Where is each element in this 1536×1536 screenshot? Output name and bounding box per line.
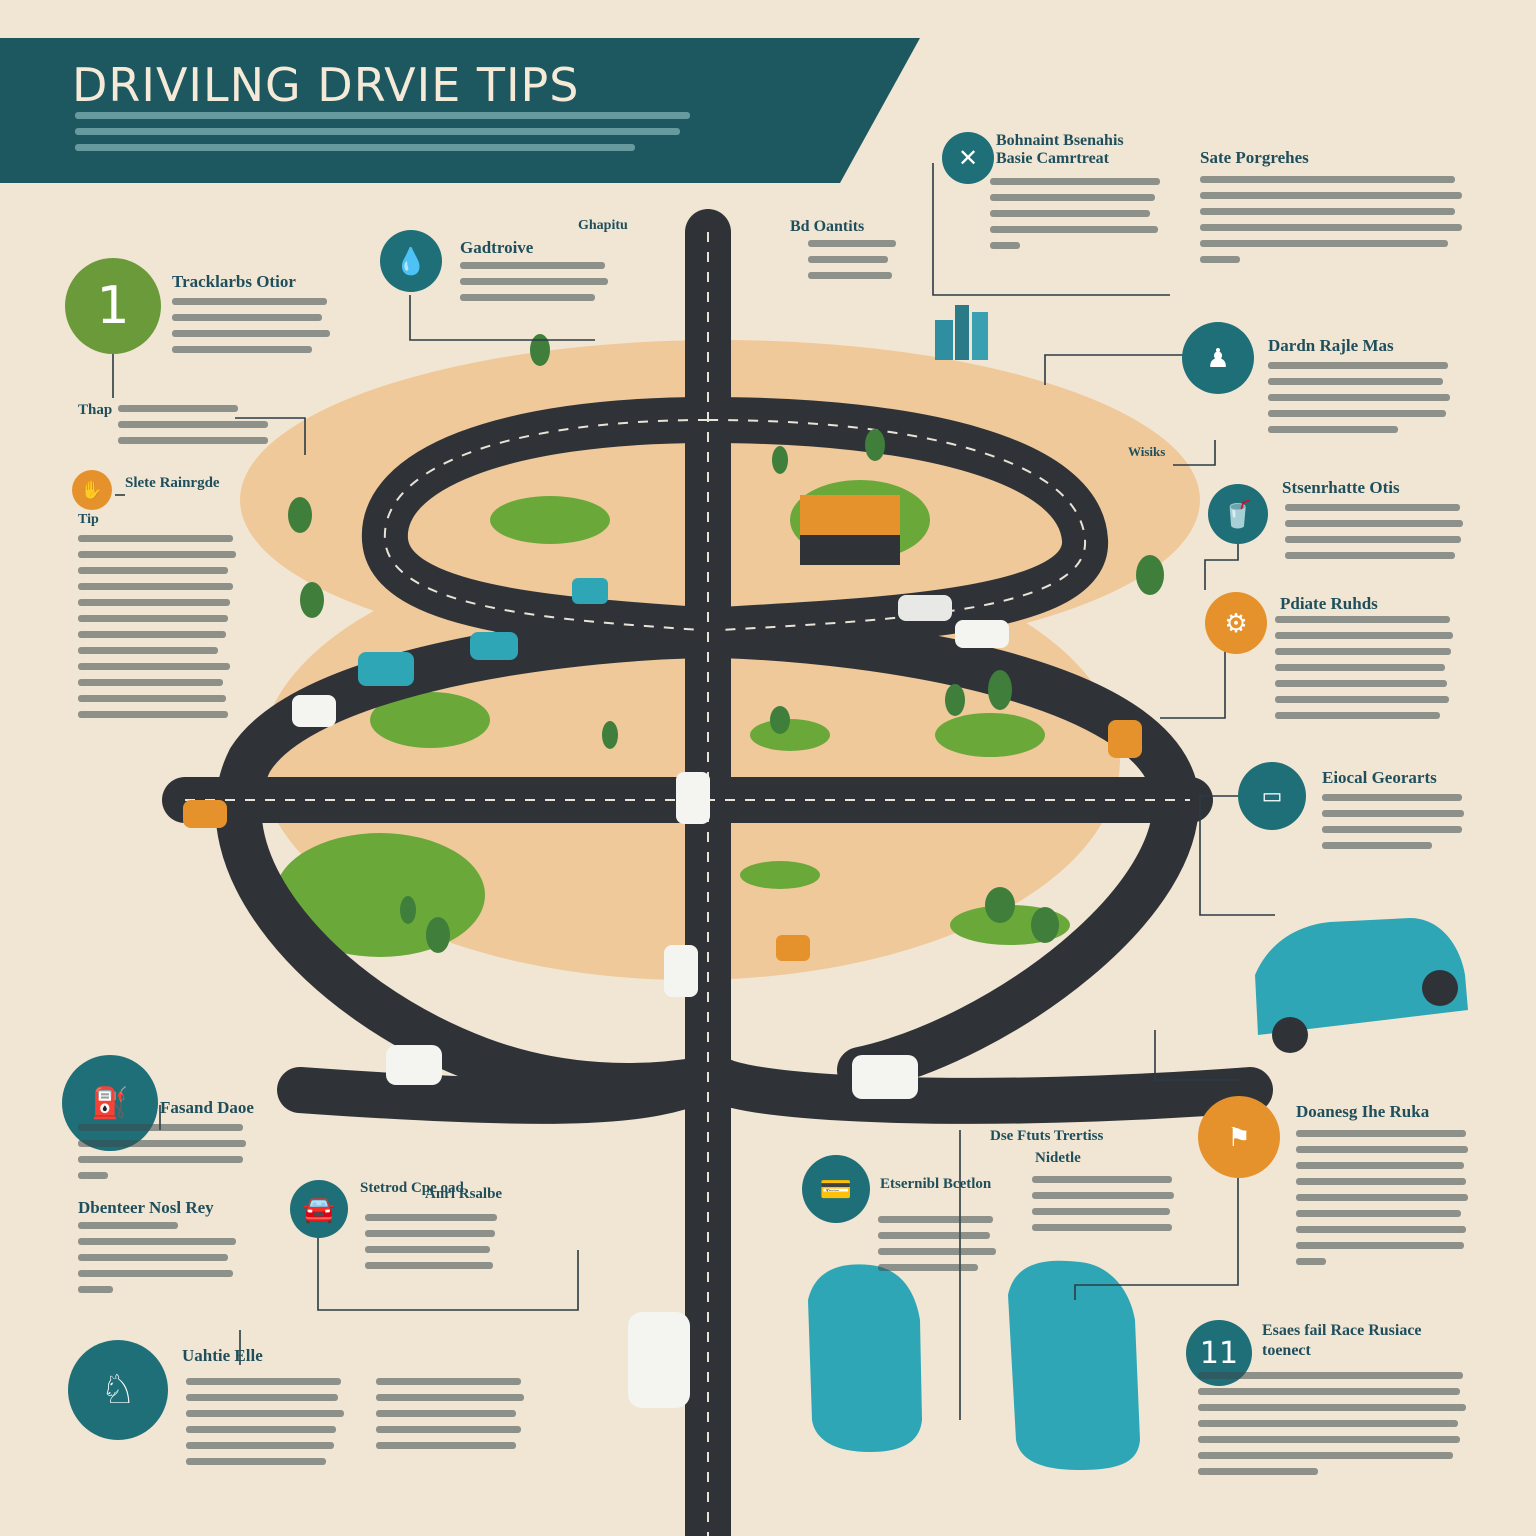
car-front-icon: 🚘 bbox=[290, 1180, 348, 1238]
tip-15-title: Dse Ftuts Trertiss bbox=[990, 1128, 1104, 1144]
map-label-a: Ghapitu bbox=[578, 218, 628, 233]
tip-2-text bbox=[460, 262, 610, 310]
chess-piece-icon: ♘ bbox=[68, 1340, 168, 1440]
tip-18-text bbox=[1198, 1372, 1468, 1484]
tip-18-title: Esaes fail Race Rusiace bbox=[1262, 1322, 1422, 1339]
tip-1-text bbox=[172, 298, 332, 362]
tip-1-title: Tracklarbs Otior bbox=[172, 272, 296, 291]
tip-13-subtitle: Anrl Rsalbe bbox=[425, 1186, 503, 1202]
tip-15-text bbox=[1032, 1176, 1177, 1240]
tip-2-title: Gadtroive bbox=[460, 238, 534, 257]
tip-12-text bbox=[78, 1222, 238, 1302]
tip-10-text bbox=[1322, 794, 1467, 858]
close-x-icon: ✕ bbox=[942, 132, 994, 184]
billboard bbox=[800, 495, 900, 535]
tip-7-text bbox=[1268, 362, 1453, 442]
tip-8-title: Stsenrhatte Otis bbox=[1282, 478, 1400, 497]
tip-9-title: Pdiate Ruhds bbox=[1280, 594, 1378, 613]
tip-14-title: Etsernibl Bcetlon bbox=[880, 1176, 992, 1192]
tools-icon: ⚙ bbox=[1205, 592, 1267, 654]
tip-7-title: Dardn Rajle Mas bbox=[1268, 336, 1394, 355]
cars bbox=[183, 578, 1142, 1408]
map-label-b: Bd Oantits bbox=[790, 218, 865, 235]
tip-9-text bbox=[1275, 616, 1455, 728]
tip-1-number-badge: 1 bbox=[65, 258, 161, 354]
tip-17-text-b bbox=[376, 1378, 526, 1458]
person-icon: ♟ bbox=[1182, 322, 1254, 394]
tip-3-subtitle: Basie Camrtreat bbox=[996, 150, 1109, 167]
tip-16-title: Doanesg Ihe Ruka bbox=[1296, 1102, 1430, 1121]
tip-15-subtitle: Nidetle bbox=[1035, 1150, 1081, 1166]
page-title: DRIVILNG DRVIE TIPS bbox=[72, 58, 580, 112]
tip-3-title: Bohnaint Bsenahis bbox=[996, 132, 1124, 149]
tip-16-text bbox=[1296, 1130, 1471, 1274]
flag-icon: ⚑ bbox=[1198, 1096, 1280, 1178]
drop-icon: 💧 bbox=[380, 230, 442, 292]
tip-17-text bbox=[186, 1378, 346, 1474]
banner-description bbox=[75, 112, 695, 160]
tip-4-title: Sate Porgrehes bbox=[1200, 148, 1309, 167]
tip-11-title: Fasand Daoe bbox=[160, 1098, 254, 1117]
city-skyline bbox=[935, 305, 988, 360]
tip-5-text bbox=[118, 405, 268, 453]
tip-14-text bbox=[878, 1216, 998, 1280]
card-icon: 💳 bbox=[802, 1155, 870, 1223]
large-cars bbox=[808, 918, 1468, 1470]
tip-3-text bbox=[990, 178, 1165, 258]
tip-6-subtitle: Tip bbox=[78, 512, 99, 527]
tip-8-text bbox=[1285, 504, 1465, 568]
tip-13-title: Stetrod Cpe oad bbox=[360, 1180, 464, 1196]
map-label-b-text bbox=[808, 240, 898, 288]
connector-lines bbox=[112, 163, 1275, 1420]
cup-icon: 🥤 bbox=[1208, 484, 1268, 544]
tip-6-title: Slete Rainrgde bbox=[125, 475, 220, 491]
tip-6-text bbox=[78, 535, 238, 727]
tip-4-text bbox=[1200, 176, 1465, 272]
tip-10-title: Eiocal Georarts bbox=[1322, 768, 1437, 787]
fuel-pump-icon: ⛽ bbox=[62, 1055, 158, 1151]
sign-icon: ▭ bbox=[1238, 762, 1306, 830]
tip-13-text bbox=[365, 1214, 500, 1278]
tip-11-text bbox=[78, 1124, 248, 1188]
map-label-c: Wisiks bbox=[1128, 444, 1166, 459]
tip-12-title: Dbenteer Nosl Rey bbox=[78, 1198, 214, 1217]
tip-17-title: Uahtie Elle bbox=[182, 1346, 263, 1365]
tip-18-subtitle: toenect bbox=[1262, 1342, 1311, 1359]
hand-icon: ✋ bbox=[72, 470, 112, 510]
tip-5-title: Thap bbox=[78, 402, 113, 418]
